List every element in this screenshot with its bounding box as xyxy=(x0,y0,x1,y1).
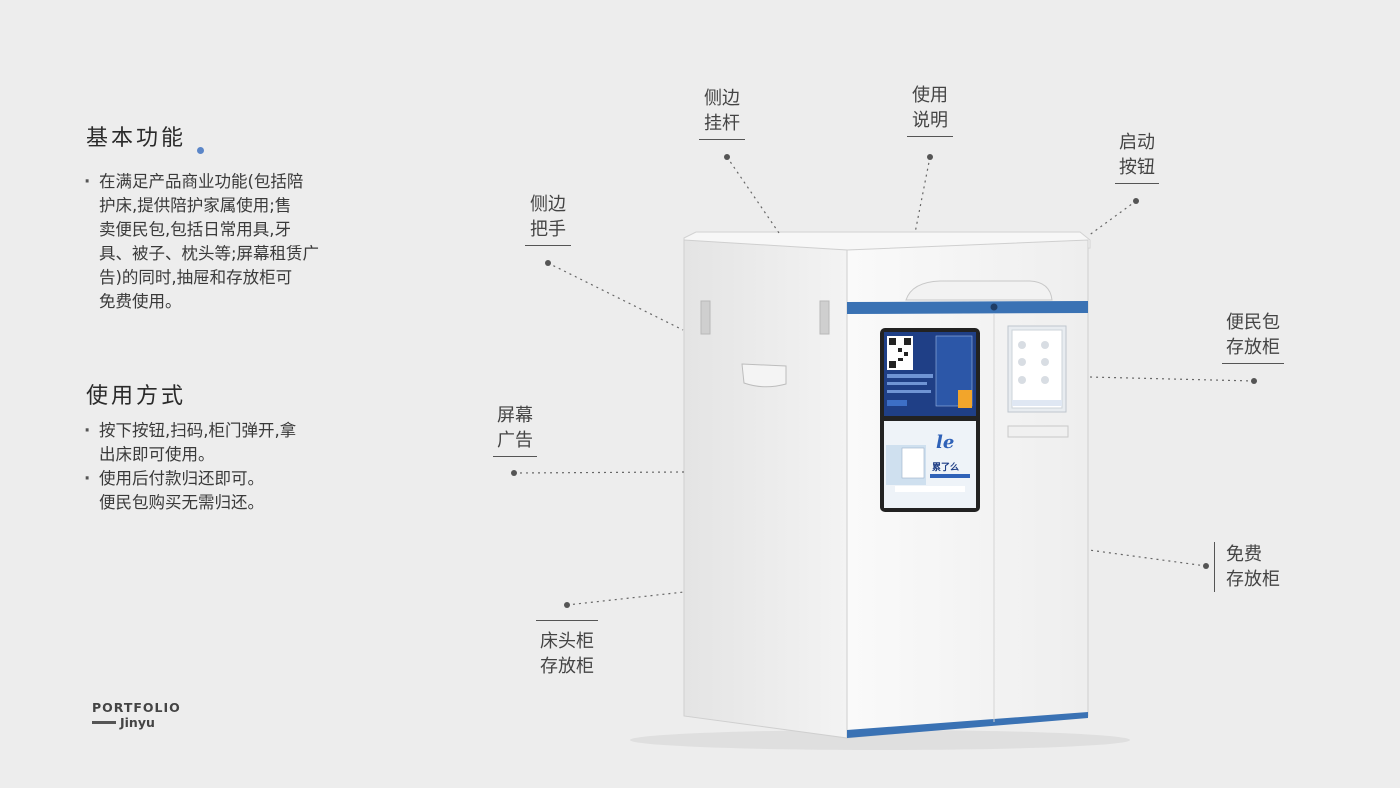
list-item: 在满足产品商业功能(包括陪 护床,提供陪护家属使用;售 卖便民包,包括日常用具,… xyxy=(84,170,356,314)
basic-function-list: 在满足产品商业功能(包括陪 护床,提供陪护家属使用;售 卖便民包,包括日常用具,… xyxy=(84,170,356,314)
pack-item xyxy=(1041,358,1049,366)
screen-text-bar xyxy=(887,382,927,385)
callout-text: 把手 xyxy=(530,219,566,240)
screen-product-box xyxy=(901,447,925,479)
side-rod-icon xyxy=(819,300,830,335)
pack-cabinet-inner xyxy=(1011,329,1063,409)
screen-le-logo: le xyxy=(936,432,954,453)
callout-start-button: 启动 按钮 xyxy=(1115,130,1159,184)
callout-text: 挂杆 xyxy=(704,113,740,134)
callout-screen-ad: 屏幕 广告 xyxy=(493,403,537,457)
text-line: 卖便民包,包括日常用具,牙 xyxy=(99,220,291,239)
callout-underline xyxy=(907,136,953,137)
leader-lines xyxy=(513,156,1255,606)
callout-text: 按钮 xyxy=(1119,157,1155,178)
callout-text: 侧边 xyxy=(530,194,566,215)
bottom-strip xyxy=(847,712,1088,738)
portfolio-logo: PORTFOLIO Jinyu xyxy=(92,700,181,730)
callout-text: 存放柜 xyxy=(540,656,594,677)
screen-text-bar xyxy=(887,400,907,406)
screen-bed-shape xyxy=(895,486,965,492)
screen-slogan: 累了么 xyxy=(932,461,959,473)
callout-underline xyxy=(1222,363,1284,364)
pack-item xyxy=(1041,341,1049,349)
list-item: 按下按钮,扫码,柜门弹开,拿 出床即可使用。 xyxy=(84,419,356,467)
text-line: 免费使用。 xyxy=(99,292,182,311)
pack-drawer-handle xyxy=(1007,425,1069,438)
callout-text: 启动 xyxy=(1119,132,1155,153)
pack-item xyxy=(1018,341,1026,349)
side-rod-icon xyxy=(700,300,711,335)
callout-text: 说明 xyxy=(912,110,948,131)
callout-text: 侧边 xyxy=(704,88,740,109)
usage-title: 使用方式 xyxy=(86,384,187,409)
qr-pattern xyxy=(889,338,911,368)
callout-bedside-cabinet: 床头柜 存放柜 xyxy=(536,620,598,679)
callout-text: 免费 xyxy=(1226,544,1262,565)
text-line: 具、被子、枕头等;屏幕租赁广 xyxy=(99,244,320,263)
text-line: 出床即可使用。 xyxy=(99,445,215,464)
leader-dots xyxy=(511,154,1257,608)
text-line: 在满足产品商业功能(包括陪 xyxy=(99,172,304,191)
screen-badge xyxy=(958,390,972,408)
screen-text-bar xyxy=(930,474,970,478)
text-line: 便民包购买无需归还。 xyxy=(99,493,264,512)
basic-function-title: 基本功能 xyxy=(86,126,187,151)
list-item: 使用后付款归还即可。 便民包购买无需归还。 xyxy=(84,467,356,515)
pack-label xyxy=(1012,400,1062,406)
logo-author-text: Jinyu xyxy=(120,715,155,730)
text-line: 使用后付款归还即可。 xyxy=(99,469,264,488)
pack-item xyxy=(1041,376,1049,384)
ground-shadow xyxy=(630,730,1130,750)
pack-item xyxy=(1018,358,1026,366)
screen-text-bar xyxy=(887,374,933,378)
pack-item xyxy=(1018,376,1026,384)
text-line: 护床,提供陪护家属使用;售 xyxy=(99,196,292,215)
start-button-icon xyxy=(990,303,998,311)
callout-underline xyxy=(1115,183,1159,184)
callout-text: 屏幕 xyxy=(497,405,533,426)
logo-author: Jinyu xyxy=(92,715,181,730)
text-line: 告)的同时,抽屉和存放柜可 xyxy=(99,268,293,287)
title-accent-dot xyxy=(197,147,204,154)
callout-manual: 使用 说明 xyxy=(907,83,953,137)
screen-text-bar xyxy=(887,390,931,393)
callout-text: 存放柜 xyxy=(1226,569,1280,590)
callout-text: 存放柜 xyxy=(1226,337,1280,358)
logo-portfolio-text: PORTFOLIO xyxy=(92,700,181,715)
callout-side-rod: 侧边 挂杆 xyxy=(699,86,745,140)
blue-band xyxy=(847,301,1088,314)
usage-list: 按下按钮,扫码,柜门弹开,拿 出床即可使用。 使用后付款归还即可。 便民包购买无… xyxy=(84,419,356,515)
callout-text: 使用 xyxy=(912,85,948,106)
text-line: 按下按钮,扫码,柜门弹开,拿 xyxy=(99,421,297,440)
callout-side-handle: 侧边 把手 xyxy=(525,192,571,246)
callout-underline xyxy=(699,139,745,140)
callout-text: 广告 xyxy=(497,430,533,451)
callout-free-cabinet: 免费 存放柜 xyxy=(1214,542,1288,592)
callout-underline xyxy=(493,456,537,457)
callout-underline xyxy=(525,245,571,246)
callout-pack-cabinet: 便民包 存放柜 xyxy=(1222,310,1284,364)
callout-text: 床头柜 xyxy=(540,631,594,652)
logo-dash xyxy=(92,721,116,724)
callout-text: 便民包 xyxy=(1226,312,1280,333)
side-handle-icon xyxy=(741,363,787,388)
top-hood xyxy=(905,280,1053,301)
callout-underline xyxy=(536,620,598,621)
